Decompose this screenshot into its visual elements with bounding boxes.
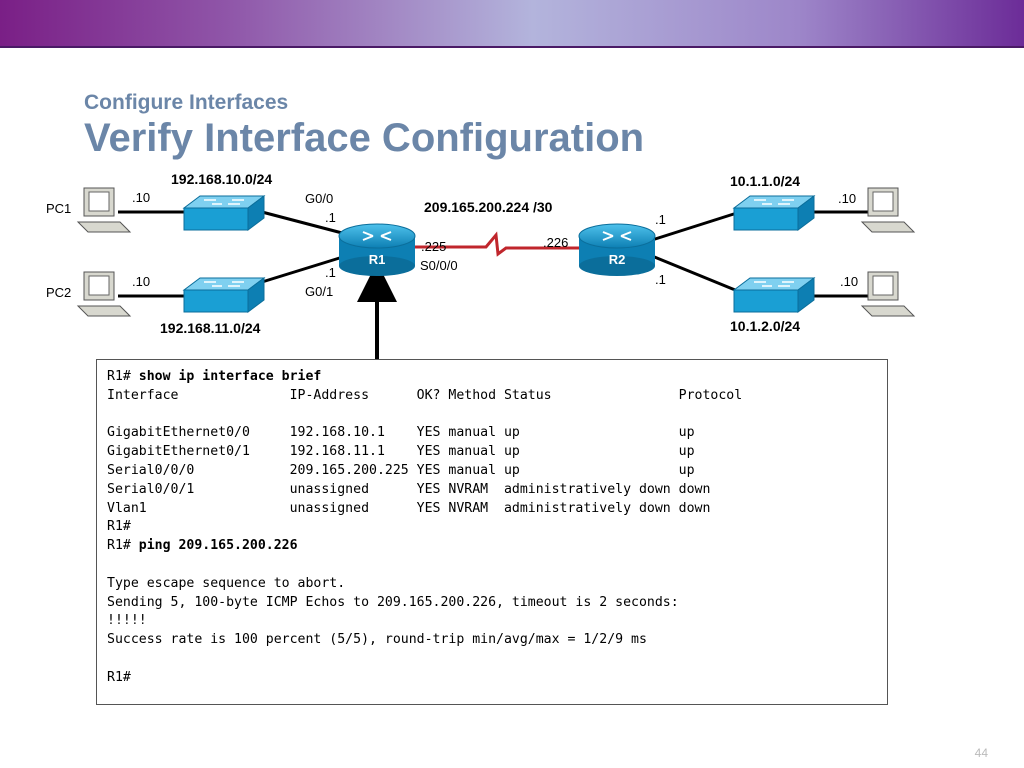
r2-bottom-ip-label: .1 [655,272,666,287]
cli-row-s000: Serial0/0/0 209.165.200.225 YES manual u… [107,462,695,478]
slide-subtitle: Configure Interfaces [84,91,289,114]
cli-row-g00: GigabitEthernet0/0 192.168.10.1 YES manu… [107,425,695,441]
pc2-ip-label: .10 [132,274,150,289]
slide-title: Verify Interface Configuration [84,116,645,160]
r1-s000-name-label: S0/0/0 [420,258,458,273]
network-10-1-2-label: 10.1.2.0/24 [730,318,800,334]
switch4-icon [732,277,816,313]
router-r2-icon: R2 [578,223,656,276]
cli-prompt: R1# [107,538,139,554]
network-10-1-1-label: 10.1.1.0/24 [730,173,800,189]
cli-ping-line: Sending 5, 100-byte ICMP Echos to 209.16… [107,594,679,610]
r1-s000-ip-label: .225 [421,239,446,254]
page-number: 44 [974,746,988,760]
link-switch1-r1 [261,210,347,236]
cli-table-header: Interface IP-Address OK? Method Status P… [107,387,743,403]
pc3-icon [860,187,916,233]
pc3-ip-label: .10 [838,191,856,206]
pc4-ip-label: .10 [840,274,858,289]
cli-final-prompt: R1# [107,669,131,685]
network-topology-diagram: R1 R2 PC1 PC2 .10 .10 192.168.10.0/24 19… [46,171,916,362]
switch3-icon [732,195,816,231]
cli-ping-line: !!!!! [107,613,147,629]
link-r2-switch4 [651,254,741,294]
r1-g00-name-label: G0/0 [305,191,333,206]
router-r1-icon: R1 [338,223,416,276]
pc1-ip-label: .10 [132,190,150,205]
cli-output-panel: R1# show ip interface brief Interface IP… [96,359,888,705]
cli-command-show-ip-int-brief: show ip interface brief [138,369,322,384]
r1-g00-ip-label: .1 [325,210,336,225]
cli-row-s001: Serial0/0/1 unassigned YES NVRAM adminis… [107,481,711,497]
pc2-label: PC2 [46,285,71,300]
link-r2-switch3 [651,210,741,242]
r1-g01-name-label: G0/1 [305,284,333,299]
pc4-icon [860,271,916,317]
cli-row-g01: GigabitEthernet0/1 192.168.11.1 YES manu… [107,444,695,460]
header-banner [0,0,1024,48]
r2-top-ip-label: .1 [655,212,666,227]
cli-ping-line: Success rate is 100 percent (5/5), round… [107,632,647,648]
cli-command-ping: ping 209.165.200.226 [138,538,298,554]
link-switch2-r1 [261,254,347,284]
switch2-icon [182,277,266,313]
switch1-icon [182,195,266,231]
cli-prompt: R1# [107,369,139,384]
link-serial-r1-r2 [412,231,582,257]
network-192-168-11-label: 192.168.11.0/24 [160,320,261,336]
cli-prompt-empty: R1# [107,519,131,535]
pc2-icon [76,271,132,317]
pc1-label: PC1 [46,201,71,216]
serial-network-label: 209.165.200.224 /30 [424,199,553,215]
pc1-icon [76,187,132,233]
cli-output-text: R1# show ip interface brief Interface IP… [107,368,877,688]
cli-ping-line: Type escape sequence to abort. [107,575,346,591]
network-192-168-10-label: 192.168.10.0/24 [171,171,272,187]
r1-g01-ip-label: .1 [325,265,336,280]
links [118,210,874,362]
router-r1-label: R1 [369,252,386,267]
router-r2-label: R2 [609,252,626,267]
r2-serial-ip-label: .226 [543,235,568,250]
cli-row-vlan1: Vlan1 unassigned YES NVRAM administrativ… [107,500,711,516]
